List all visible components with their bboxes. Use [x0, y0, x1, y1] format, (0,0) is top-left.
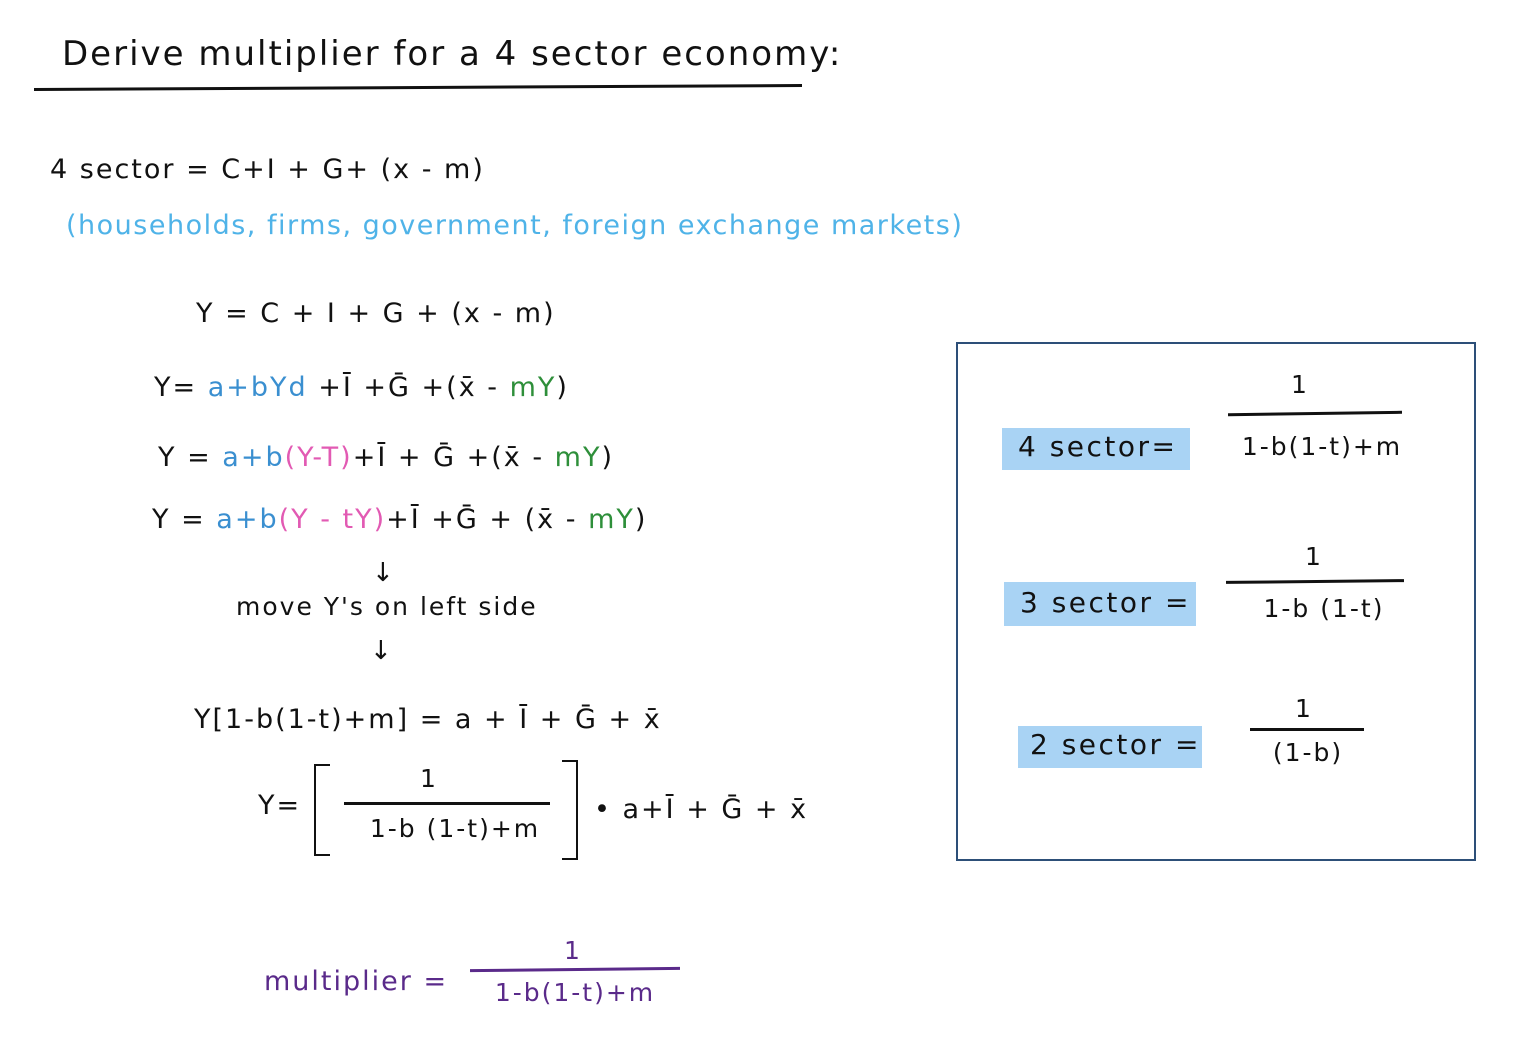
sector-definition: 4 sector = C+I + G+ (x - m)	[50, 154, 485, 185]
arrow-down-icon: ↓	[372, 558, 394, 588]
equation-6-rhs: • a+Ī + Ḡ + x̄	[594, 794, 809, 825]
multiplier-numerator: 1	[564, 936, 582, 965]
equation-4: Y = a+b(Y - tY)+Ī +Ḡ + (x̄ - mY)	[152, 504, 647, 535]
eq3-imports: mY	[554, 442, 602, 473]
multiplier-denominator: 1-b(1-t)+m	[494, 978, 656, 1007]
right-bracket	[562, 760, 578, 860]
sector-note: (households, firms, government, foreign …	[66, 210, 964, 241]
equation-2: Y= a+bYd +Ī +Ḡ +(x̄ - mY)	[154, 372, 569, 403]
highlight-3-sector	[1004, 582, 1196, 626]
eq3-y: Y =	[158, 442, 223, 473]
equation-6-fraction: 1 1-b (1-t)+m	[314, 760, 578, 860]
eq2-close: )	[556, 372, 569, 403]
numerator-2-sector: 1	[1295, 694, 1313, 723]
eq3-close: )	[601, 442, 614, 473]
denominator-3-sector: 1-b (1-t)	[1263, 594, 1385, 623]
title-underline	[33, 83, 803, 92]
highlight-4-sector	[1002, 428, 1190, 470]
label-2-sector: 2 sector =	[1030, 728, 1201, 761]
eq4-middle: +Ī +Ḡ + (x̄ -	[386, 504, 589, 535]
denominator-4-sector: 1-b(1-t)+m	[1241, 432, 1403, 461]
multiplier-label: multiplier =	[264, 966, 449, 997]
eq4-tax: (Y - tY)	[278, 504, 387, 535]
label-4-sector: 4 sector=	[1018, 430, 1178, 463]
equation-3: Y = a+b(Y-T)+Ī + Ḡ +(x̄ - mY)	[158, 442, 614, 473]
eq4-ab: a+b	[216, 504, 279, 535]
eq6-denominator: 1-b (1-t)+m	[369, 814, 541, 843]
multiplier-fraction-line	[469, 966, 681, 972]
eq2-y: Y=	[154, 372, 208, 403]
eq2-imports: mY	[509, 372, 557, 403]
eq6-numerator: 1	[420, 764, 438, 793]
equation-5: Y[1-b(1-t)+m] = a + Ī + Ḡ + x̄	[194, 704, 662, 735]
eq3-middle: +Ī + Ḡ +(x̄ -	[352, 442, 555, 473]
numerator-4-sector: 1	[1291, 370, 1309, 399]
eq6-fraction-line	[344, 802, 550, 805]
page-title: Derive multiplier for a 4 sector economy…	[62, 34, 843, 74]
highlight-2-sector	[1018, 726, 1202, 768]
arrow-down-icon: ↓	[370, 636, 392, 666]
equation-1: Y = C + I + G + (x - m)	[196, 298, 556, 329]
eq2-consumption: a+bYd	[207, 372, 308, 403]
eq4-y: Y =	[152, 504, 217, 535]
summary-box: 4 sector= 1 1-b(1-t)+m 3 sector = 1 1-b …	[956, 342, 1476, 861]
multiplier-fraction: 1 1-b(1-t)+m	[469, 936, 682, 1016]
eq4-imports: mY	[588, 504, 635, 535]
eq4-close: )	[634, 504, 648, 535]
left-bracket	[314, 764, 330, 856]
fraction-line-3-sector	[1225, 579, 1405, 584]
fraction-line-2-sector	[1250, 728, 1364, 731]
denominator-2-sector: (1-b)	[1272, 738, 1344, 767]
equation-6-lhs: Y=	[258, 790, 302, 821]
eq3-ab: a+b	[222, 442, 285, 473]
fraction-line-4-sector	[1227, 410, 1403, 416]
numerator-3-sector: 1	[1305, 542, 1323, 571]
move-note: move Y's on left side	[236, 592, 538, 621]
label-3-sector: 3 sector =	[1020, 586, 1191, 619]
eq3-disposable: (Y-T)	[284, 442, 353, 473]
eq2-middle: +Ī +Ḡ +(x̄ -	[307, 372, 510, 403]
